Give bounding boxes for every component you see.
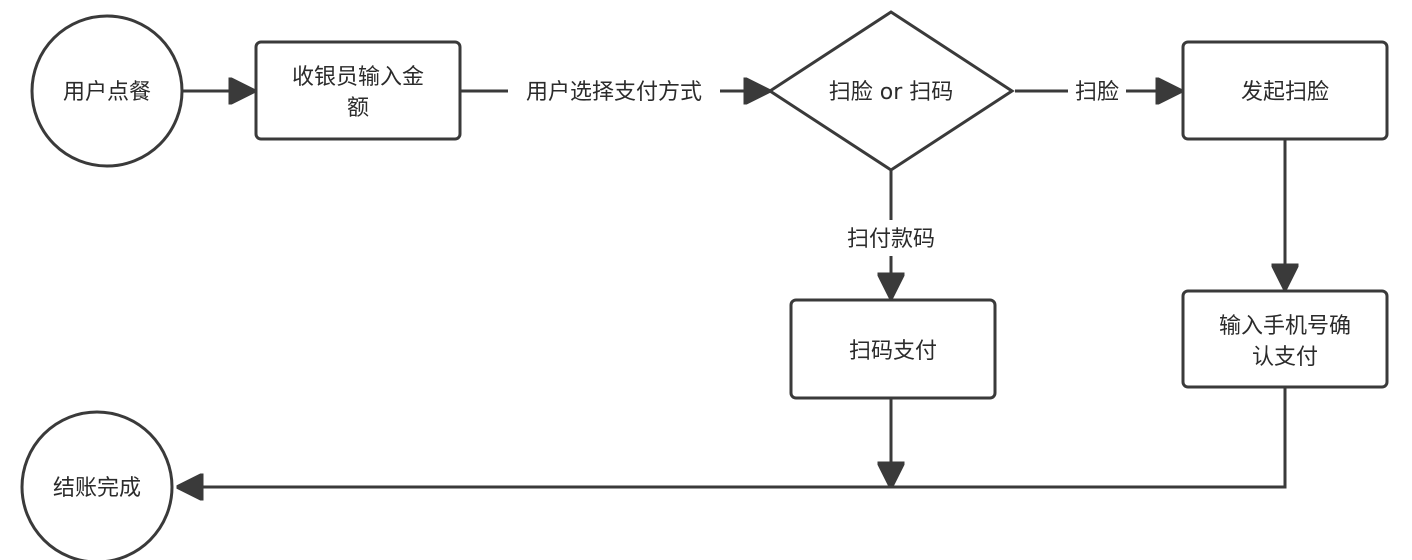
node-input-phone-line1: 输入手机号确 [1219, 314, 1351, 339]
node-scan-code-pay-label: 扫码支付 [849, 339, 937, 364]
process-box [1181, 40, 1389, 141]
edge-label-code-branch: 扫付款码 [847, 227, 935, 252]
process-box [1181, 289, 1389, 389]
node-decision: 扫脸 or 扫码 [767, 10, 1015, 172]
start-circle [30, 14, 184, 168]
end-circle [20, 410, 174, 560]
node-checkout-done-label: 结账完成 [53, 476, 141, 501]
node-input-phone: 输入手机号确 认支付 [1181, 289, 1389, 389]
edge-input-phone-to-checkout [179, 387, 1287, 487]
decision-diamond [767, 10, 1015, 172]
process-box [254, 40, 462, 141]
node-cashier-input-line1: 收银员输入金 [292, 65, 424, 90]
edge-cashier-to-decision: 用户选择支付方式 [460, 74, 768, 108]
node-user-order-label: 用户点餐 [63, 80, 151, 105]
node-input-phone-line2: 认支付 [1252, 345, 1318, 370]
node-cashier-input: 收银员输入金 额 [254, 40, 462, 141]
process-box [789, 298, 997, 400]
node-checkout-done: 结账完成 [20, 410, 174, 560]
edge-decision-to-face-scan: 扫脸 [1015, 74, 1180, 108]
node-scan-code-pay: 扫码支付 [789, 298, 997, 400]
edge-label-face-branch: 扫脸 [1075, 80, 1119, 105]
node-user-order: 用户点餐 [30, 14, 184, 168]
edge-label-bg [1068, 74, 1126, 108]
edge-label-bg [508, 74, 720, 108]
node-start-face-scan: 发起扫脸 [1181, 40, 1389, 141]
edge-label-bg [834, 220, 948, 256]
node-start-face-scan-label: 发起扫脸 [1241, 80, 1329, 105]
node-cashier-input-line2: 额 [347, 96, 369, 121]
edge-decision-to-scan-code: 扫付款码 [834, 170, 948, 297]
edge-label-choose-payment: 用户选择支付方式 [526, 80, 702, 105]
node-decision-label: 扫脸 or 扫码 [829, 80, 954, 105]
